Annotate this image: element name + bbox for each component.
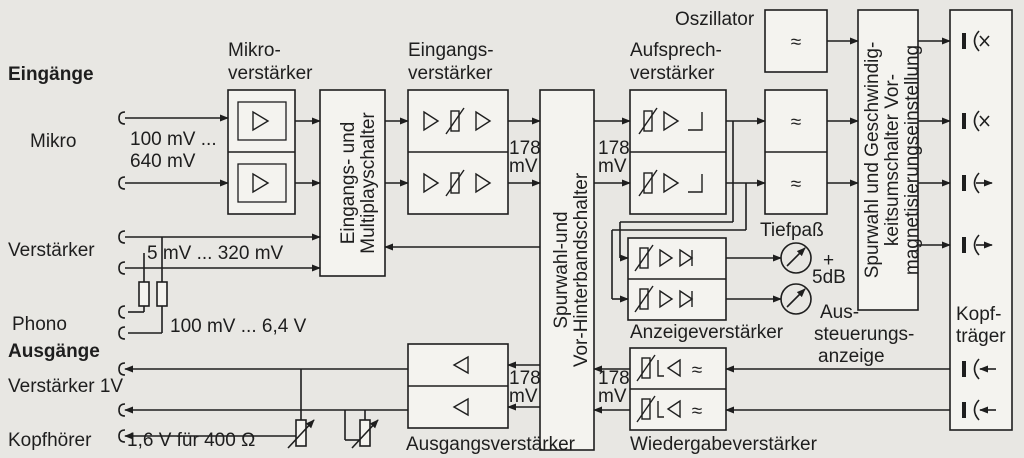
level-meter-2 — [780, 283, 812, 315]
oscillator-block — [764, 9, 828, 73]
meter-db-label: 5dB — [812, 267, 846, 288]
input-amplifier-block — [407, 89, 509, 215]
level-mv-c: mV — [509, 386, 538, 407]
playback-filter-symbol-2: ≈ — [692, 401, 702, 422]
level-178-b: 178 — [598, 138, 630, 159]
head-carrier-block — [949, 9, 1013, 431]
rec-amp-title-1: Aufsprech- — [630, 40, 722, 61]
amplifier-output-label: Verstärker 1V — [8, 376, 123, 397]
mic-amp-title-2: verstärker — [228, 63, 313, 84]
meter-plus-label: + — [823, 250, 834, 271]
headphone-potentiometers — [287, 369, 379, 449]
tape-head-icons — [962, 30, 996, 421]
mic-input-label: Mikro — [30, 131, 76, 152]
speed-switch-label-2: keitsumschalter Vor- — [882, 74, 903, 246]
playback-amplifier-block — [629, 347, 727, 431]
level-meter-label-2: steuerungs- — [814, 324, 914, 345]
head-carrier-label-1: Kopf- — [956, 304, 1001, 325]
lowpass-label: Tiefpaß — [760, 220, 824, 241]
track-switch-label: Spurwahl-und Vor-Hinterbandschalter — [551, 172, 592, 367]
phono-input-label: Phono — [12, 314, 67, 335]
oscillator-label: Oszillator — [675, 9, 755, 30]
output-amplifier-block — [407, 343, 509, 429]
track-switch-label-2: Vor-Hinterbandschalter — [571, 172, 592, 367]
level-meter-label-1: Aus- — [820, 302, 859, 323]
track-switch-block — [539, 89, 595, 451]
lowpass-symbol-1: ≈ — [791, 112, 801, 133]
level-meter-label-3: anzeige — [818, 346, 885, 367]
headphone-level-label: 1,6 V für 400 Ω — [127, 430, 255, 451]
input-switch-label-2: Multiplayschalter — [358, 112, 379, 254]
level-178-a: 178 — [509, 138, 541, 159]
rec-amp-title-2: verstärker — [630, 63, 715, 84]
level-178-c: 178 — [509, 368, 541, 389]
input-jacks — [118, 111, 126, 340]
output-jacks — [118, 362, 126, 443]
playback-filter-symbol-1: ≈ — [692, 360, 702, 381]
meter-amplifier-block — [627, 237, 727, 321]
signal-lines — [124, 37, 951, 440]
level-178-d: 178 — [598, 368, 630, 389]
amplifier-input-label: Verstärker — [8, 240, 95, 261]
mic-level-label-2: 640 mV — [130, 151, 196, 172]
input-switch-label-1: Eingangs- und — [338, 122, 359, 245]
speed-switch-block — [857, 9, 919, 311]
lowpass-block — [764, 89, 828, 215]
lowpass-symbol-2: ≈ — [791, 174, 801, 195]
amp-level-label: 5 mV ... 320 mV — [147, 243, 284, 264]
level-mv-a: mV — [509, 156, 538, 177]
output-amp-label: Ausgangsverstärker — [406, 434, 576, 455]
input-amp-title-1: Eingangs- — [408, 40, 494, 61]
playback-amp-label: Wiedergabeverstärker — [630, 434, 818, 455]
level-mv-b: mV — [598, 156, 627, 177]
oscillator-symbol: ≈ — [791, 32, 801, 53]
inputs-section-label: Eingänge — [8, 64, 94, 85]
input-switch-block — [319, 89, 386, 277]
speed-switch-label-1: Spurwahl und Geschwindig- — [862, 42, 883, 279]
head-carrier-label-2: träger — [956, 326, 1006, 347]
track-switch-label-1: Spurwahl-und — [551, 211, 572, 328]
mic-amplifier-block — [227, 89, 296, 215]
meter-amp-label: Anzeigeverstärker — [630, 322, 784, 343]
mic-amp-title-1: Mikro- — [228, 40, 281, 61]
input-switch-label: Eingangs- und Multiplayschalter — [338, 112, 379, 254]
phono-level-label: 100 mV ... 6,4 V — [170, 316, 307, 337]
speed-switch-label: Spurwahl und Geschwindig- keitsumschalte… — [862, 42, 923, 279]
level-mv-d: mV — [598, 386, 627, 407]
speed-switch-label-3: magnetisierungseinstellung — [902, 45, 923, 275]
headphones-output-label: Kopfhörer — [8, 430, 92, 451]
outputs-section-label: Ausgänge — [8, 341, 100, 362]
record-amplifier-block — [629, 89, 727, 215]
input-amp-title-2: verstärker — [408, 63, 493, 84]
level-meter-1 — [780, 242, 812, 274]
mic-level-label-1: 100 mV ... — [130, 129, 217, 150]
